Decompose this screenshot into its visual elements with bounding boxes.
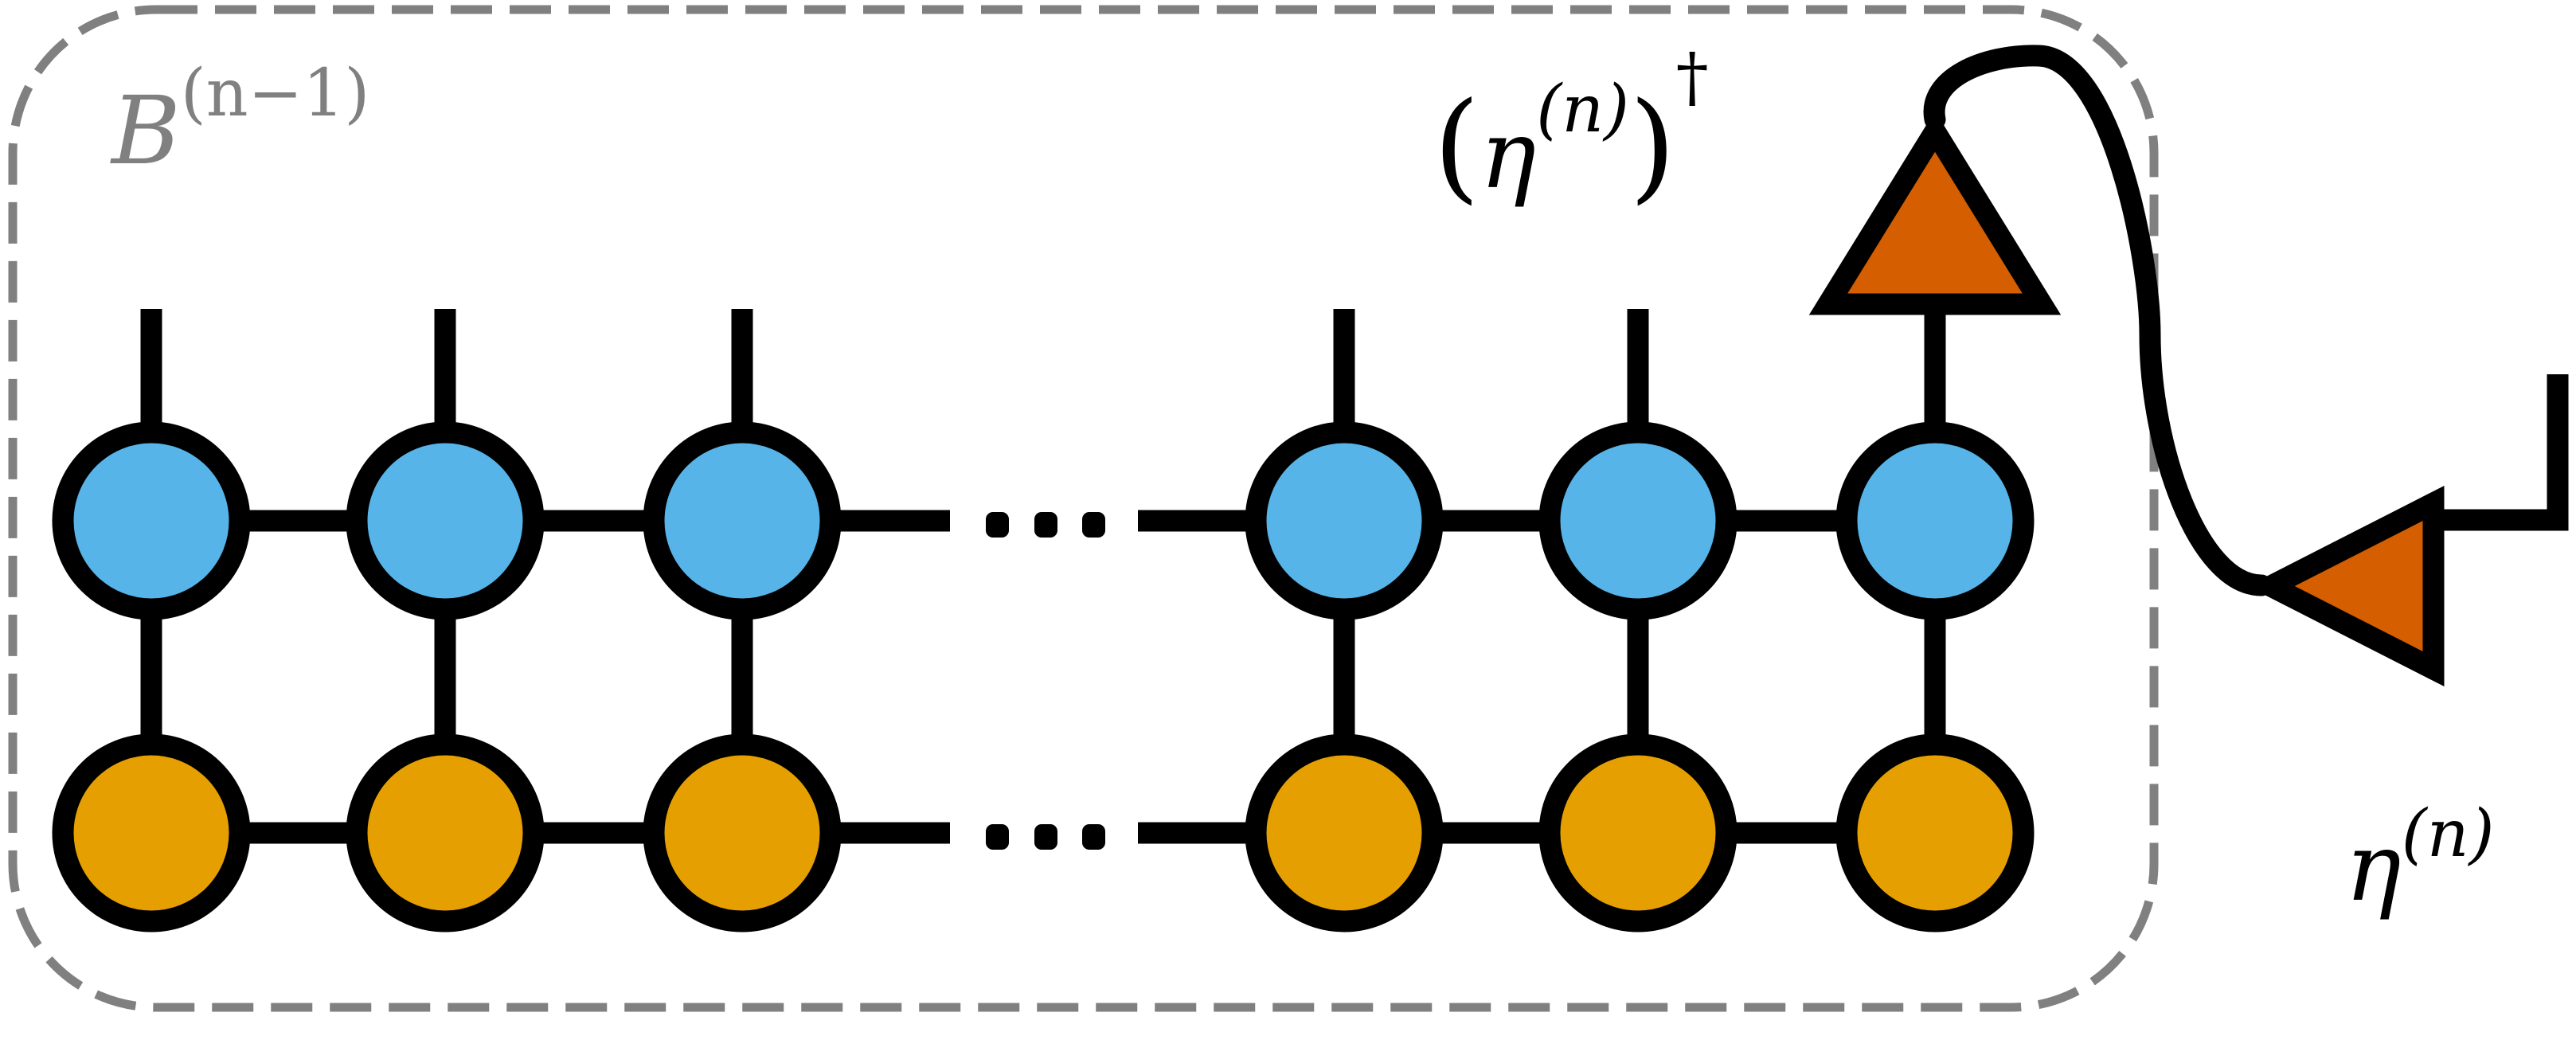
bottom-row-tensor: [52, 733, 251, 932]
ellipses: [986, 512, 1105, 850]
ellipsis-dot: [1034, 512, 1057, 538]
top-row-tensor: [346, 421, 545, 620]
bottom-row-tensor: [1245, 733, 1444, 932]
top-isometry-triangle: [1808, 111, 2062, 315]
top-isometry-label: (η(n))†: [1433, 40, 1709, 216]
ellipsis-dot: [1034, 824, 1057, 850]
right-isometry-label: η(n): [2345, 796, 2495, 922]
top-row-tensor: [1538, 421, 1738, 620]
bottom-row-tensor: [346, 733, 545, 932]
right-isometry-leg: [2444, 374, 2569, 531]
nodes: [52, 421, 2035, 932]
top-row-tensor: [52, 421, 251, 620]
top-row-tensor: [1245, 421, 1444, 620]
ellipsis-dot: [986, 512, 1009, 538]
ellipsis-dot: [1082, 824, 1105, 850]
boundary-box: [8, 5, 2159, 1012]
top-row-tensor: [1835, 421, 2035, 620]
bottom-row-tensor: [643, 733, 842, 932]
bottom-row-tensor: [1835, 733, 2035, 932]
right-isometry-triangle: [2247, 485, 2445, 687]
bottom-row-tensor: [1538, 733, 1738, 932]
top-row-tensor: [643, 421, 842, 620]
contraction-curve: [1923, 45, 2273, 596]
ellipsis-dot: [986, 824, 1009, 850]
ellipsis-dot: [1082, 512, 1105, 538]
boundary-label: B(n−1): [110, 56, 369, 186]
